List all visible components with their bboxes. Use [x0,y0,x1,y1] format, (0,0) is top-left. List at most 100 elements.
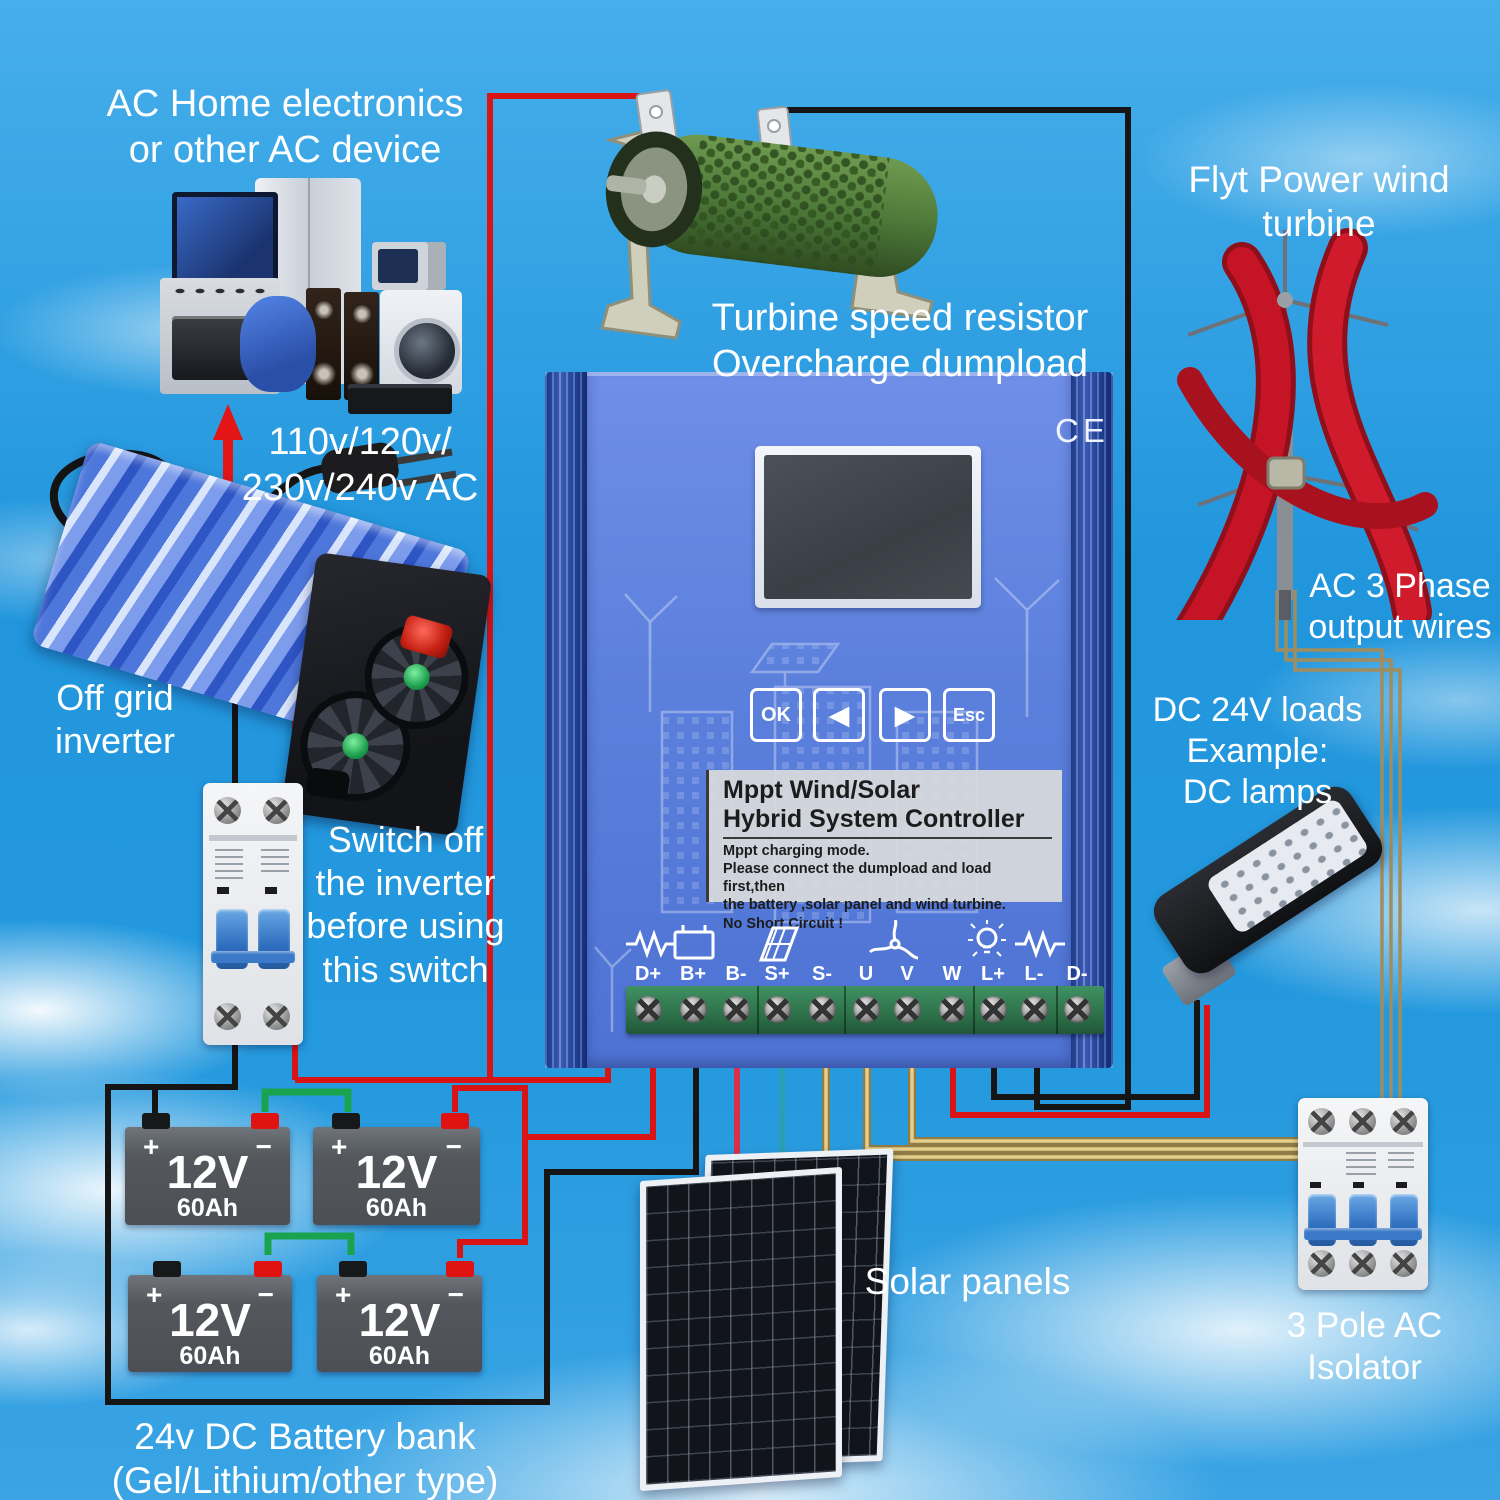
label-dc-loads: DC 24V loads Example: DC lamps [1152,691,1363,811]
battery-capacity: 60Ah [179,1342,241,1370]
terminal-label: U [858,963,874,985]
lcd-screen [764,455,972,599]
resistor-icon [1015,929,1065,959]
label-dumpload: Turbine speed resistor Overcharge dumplo… [711,297,1089,385]
battery-1: + − 12V 60Ah [125,1113,290,1225]
minus-sign: − [445,1131,462,1162]
battery-capacity: 60Ah [368,1342,431,1370]
wind-turbine [1176,228,1438,620]
ok-button[interactable]: OK [750,688,802,742]
solar-panel-front [640,1166,842,1492]
lamp-negative-wire [991,1000,1200,1100]
solar-panel-icon [758,926,800,962]
lamp-positive-wire [950,1005,1210,1118]
toggle-bar [1304,1228,1422,1240]
dumpload-red-wire [487,93,657,1080]
battery-black-wire [105,1035,699,1405]
appliances-image [150,168,470,418]
heatsink-rail [545,372,589,1068]
screw-icon [1390,1250,1417,1277]
terminal-label: V [900,963,914,985]
battery-positive-terminal [339,1261,367,1277]
turbine-phase-wires [1275,590,1402,1104]
label-switch-note: Switch off the inverter before using thi… [306,819,505,990]
controller-note: Mppt charging mode. Please connect the d… [723,843,1006,932]
right-arrow-button[interactable]: ▶ [879,688,931,742]
label-solar: Solar panels [864,1261,1071,1302]
terminal-label: B+ [679,963,707,985]
label-isolator: 3 Pole AC Isolator [1286,1306,1443,1387]
battery-4: + − 12V 60Ah [317,1261,482,1372]
speaker [344,292,379,400]
turbine-blades [1176,228,1438,620]
battery-red-wire [452,1085,528,1258]
battery-positive-terminal [142,1113,170,1129]
battery-2: + − 12V 60Ah [313,1113,480,1225]
av-receiver [348,384,452,414]
toggle-bar [211,951,295,963]
terminal-screw [764,996,791,1023]
minus-sign: − [447,1279,464,1310]
dumpload-black-wire [772,107,1131,1110]
terminal-strip [626,986,1104,1034]
battery-voltage: 12V [358,1294,441,1346]
battery-negative-terminal [446,1261,474,1277]
terminal-screw [809,996,836,1023]
label-battery-bank: 24v DC Battery bank (Gel/Lithium/other t… [111,1416,499,1500]
screw-icon [214,797,241,824]
label-inverter: Off grid inverter [54,677,176,762]
dc-breaker-switch [203,783,303,1045]
left-arrow-button[interactable]: ◀ [813,688,865,742]
terminal-label: S+ [764,963,790,985]
resistor-body [605,131,938,277]
inverter-knob [305,766,351,801]
isolator-markings [1346,1152,1376,1178]
label-ac3-phase: AC 3 Phase output wires [1308,567,1492,646]
battery-positive-terminal [153,1261,181,1277]
battery-positive-terminal [332,1113,360,1129]
terminal-screw [680,996,707,1023]
battery-capacity: 60Ah [176,1194,239,1222]
terminal-label: D- [1066,963,1088,985]
terminal-label: B- [725,963,747,985]
screw-icon [1308,1250,1335,1277]
terminal-label: L+ [981,963,1005,985]
terminal-screw [723,996,750,1023]
terminal-label: L- [1024,963,1044,985]
screw-icon [1390,1108,1417,1135]
lcd-display [755,446,981,608]
terminal-screw [1021,996,1048,1023]
minus-sign: − [257,1279,274,1310]
controller-face: CE OK ◀ ▶ Esc Mppt Wind/Solar Hybrid Sys… [587,372,1105,1068]
battery-3: + − 12V 60Ah [128,1261,292,1372]
label-ac-home: AC Home electronics or other AC device [106,83,464,171]
plus-sign: + [331,1131,348,1162]
controller-label: Mppt Wind/Solar Hybrid System Controller… [706,770,1062,932]
hybrid-controller: CE OK ◀ ▶ Esc Mppt Wind/Solar Hybrid Sys… [545,372,1113,1068]
terminal-screw [939,996,966,1023]
battery-icon [673,925,715,960]
plus-sign: + [335,1279,352,1310]
label-turbine: Flyt Power wind turbine [1188,159,1450,245]
plus-sign: + [143,1131,160,1162]
screw-icon [214,1003,241,1030]
battery-negative-terminal [441,1113,469,1129]
controller-title: Mppt Wind/Solar Hybrid System Controller [723,776,1052,839]
vacuum-cleaner [240,296,316,392]
oven-knobs [170,286,270,296]
terminal-label: W [942,963,962,985]
terminal-screw [635,996,662,1023]
battery-capacity: 60Ah [365,1194,428,1222]
terminal-screw [894,996,921,1023]
terminal-icons [626,920,1065,962]
battery-voltage: 12V [166,1146,249,1198]
terminal-screw [1064,996,1091,1023]
minus-sign: − [255,1131,272,1162]
terminal-label: D+ [634,963,662,985]
isolator-markings [1388,1152,1414,1172]
breaker-markings [261,849,289,873]
green-jumper-2 [264,1232,355,1255]
screw-icon [263,797,290,824]
esc-button[interactable]: Esc [943,688,995,742]
